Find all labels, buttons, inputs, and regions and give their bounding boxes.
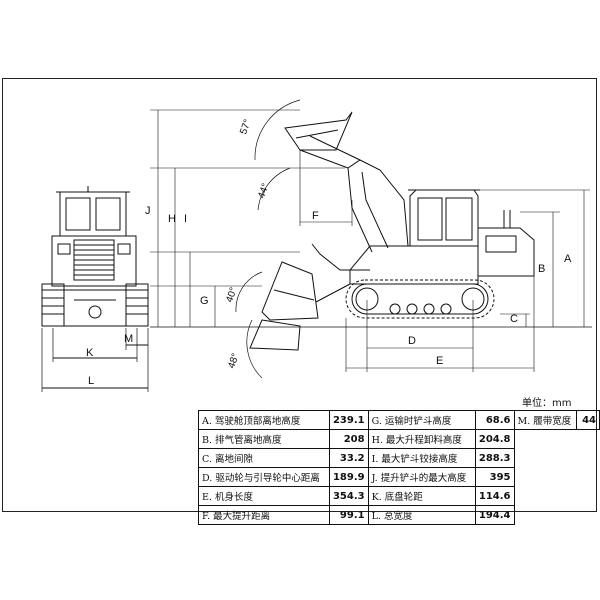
spec-row: F. 最大提升距离 99.1 L. 总宽度 194.4: [198, 505, 600, 525]
spec-value: 395: [474, 467, 515, 487]
angle-labels: 57° 44° 40° 48°: [224, 118, 272, 370]
dim-label-d: D: [408, 335, 416, 347]
unit-label: 单位：mm: [522, 398, 572, 409]
spec-value: 194.4: [474, 505, 515, 525]
spec-label: K. 底盘轮距: [367, 486, 476, 506]
spec-label: C. 离地间隙: [198, 448, 330, 468]
spec-row: C. 离地间隙 33.2 I. 最大铲斗铰接高度 288.3: [198, 448, 600, 468]
dim-label-a: A: [564, 253, 572, 265]
dim-label-j: J: [145, 205, 151, 217]
spec-label: E. 机身长度: [198, 486, 330, 506]
spec-value: 33.2: [328, 448, 369, 468]
dim-label-h: H: [168, 213, 176, 225]
angle-label-57: 57°: [238, 118, 254, 136]
spec-label: L. 总宽度: [367, 505, 476, 525]
spec-label: M. 履带宽度: [513, 410, 577, 430]
spec-label: J. 提升铲斗的最大高度: [367, 467, 476, 487]
spec-row: D. 驱动轮与引导轮中心距离 189.9 J. 提升铲斗的最大高度 395: [198, 467, 600, 487]
spec-table: A. 驾驶舱顶部离地高度 239.1 G. 运输时铲斗高度 68.6 M. 履带…: [198, 410, 600, 525]
spec-value: 208: [328, 429, 369, 449]
spec-label: I. 最大铲斗铰接高度: [367, 448, 476, 468]
side-dimensions: [150, 109, 590, 372]
spec-row: E. 机身长度 354.3 K. 底盘轮距 114.6: [198, 486, 600, 506]
spec-value: 44: [575, 410, 600, 430]
spec-label: H. 最大升程卸料高度: [367, 429, 476, 449]
dim-label-m: M: [124, 333, 133, 345]
side-view: [150, 111, 592, 351]
spec-value: 354.3: [328, 486, 369, 506]
spec-empty: [514, 506, 600, 525]
spec-empty: [514, 468, 600, 487]
spec-value: 288.3: [474, 448, 515, 468]
spec-empty: [514, 487, 600, 506]
spec-label: A. 驾驶舱顶部离地高度: [198, 410, 330, 430]
dim-label-k: K: [86, 347, 94, 359]
spec-empty: [514, 430, 600, 449]
spec-row: B. 排气管离地高度 208 H. 最大升程卸料高度 204.8: [198, 429, 600, 449]
spec-row: A. 驾驶舱顶部离地高度 239.1 G. 运输时铲斗高度 68.6 M. 履带…: [198, 410, 600, 430]
dim-label-c: C: [510, 313, 518, 325]
dim-label-f: F: [312, 210, 319, 222]
spec-value: 204.8: [474, 429, 515, 449]
spec-label: B. 排气管离地高度: [198, 429, 330, 449]
dim-label-e: E: [436, 355, 443, 367]
front-view: [41, 186, 149, 392]
angle-label-44: 44°: [256, 182, 272, 200]
angle-label-40: 40°: [224, 286, 240, 304]
spec-value: 99.1: [328, 505, 369, 525]
spec-value: 189.9: [328, 467, 369, 487]
angle-label-48: 48°: [226, 352, 242, 370]
spec-label: D. 驱动轮与引导轮中心距离: [198, 467, 330, 487]
spec-value: 114.6: [474, 486, 515, 506]
spec-value: 68.6: [474, 410, 515, 430]
spec-empty: [514, 449, 600, 468]
spec-value: 239.1: [328, 410, 369, 430]
dim-label-i: I: [184, 213, 187, 225]
spec-label: F. 最大提升距离: [198, 505, 330, 525]
dim-label-b: B: [538, 263, 545, 275]
spec-label: G. 运输时铲斗高度: [367, 410, 476, 430]
dim-label-g: G: [200, 295, 209, 307]
angle-arcs: [235, 99, 301, 379]
dimension-letters: A B C D E F G H I J K L M: [86, 205, 572, 387]
dim-label-l: L: [88, 375, 94, 387]
